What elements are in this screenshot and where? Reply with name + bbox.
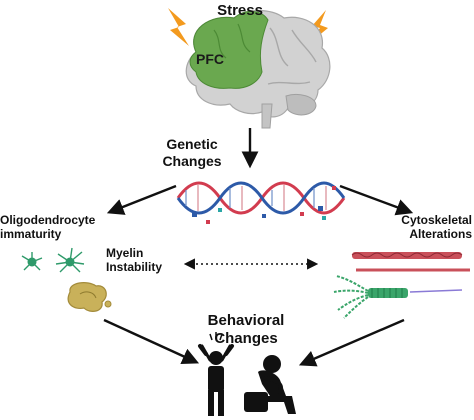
stress-label: Stress [217,2,263,19]
brain-icon [185,9,331,129]
arrow-cyto-to-behavioral [298,318,405,367]
distressed-person-icon [198,332,234,416]
pfc-region [189,11,269,89]
lightning-icon-right [306,10,328,46]
dna-icon [176,181,346,224]
arrow-genetic-to-oligo [106,184,177,215]
arrow-genetic-to-cyto [339,184,414,216]
myelin-instability-label: Myelin Instability [106,246,163,275]
myelin-icon [67,282,112,312]
actin-fiber-icon [351,252,470,272]
cytoskeletal-alterations-label: Cytoskeletal Alterations [401,213,472,242]
genetic-changes-label: Genetic Changes [162,136,222,169]
lightning-icon-left [168,8,189,46]
oligodendrocyte-immaturity-label: Oligodendrocyte immaturity [0,213,96,242]
oligodendrocyte-icon [21,247,85,273]
arrow-myelin-to-behavioral [103,318,200,365]
microtubule-icon [333,275,463,319]
pfc-label: PFC [196,51,224,67]
sad-person-icon [244,355,296,414]
behavioral-changes-label: Behavioral Changes [207,312,285,347]
